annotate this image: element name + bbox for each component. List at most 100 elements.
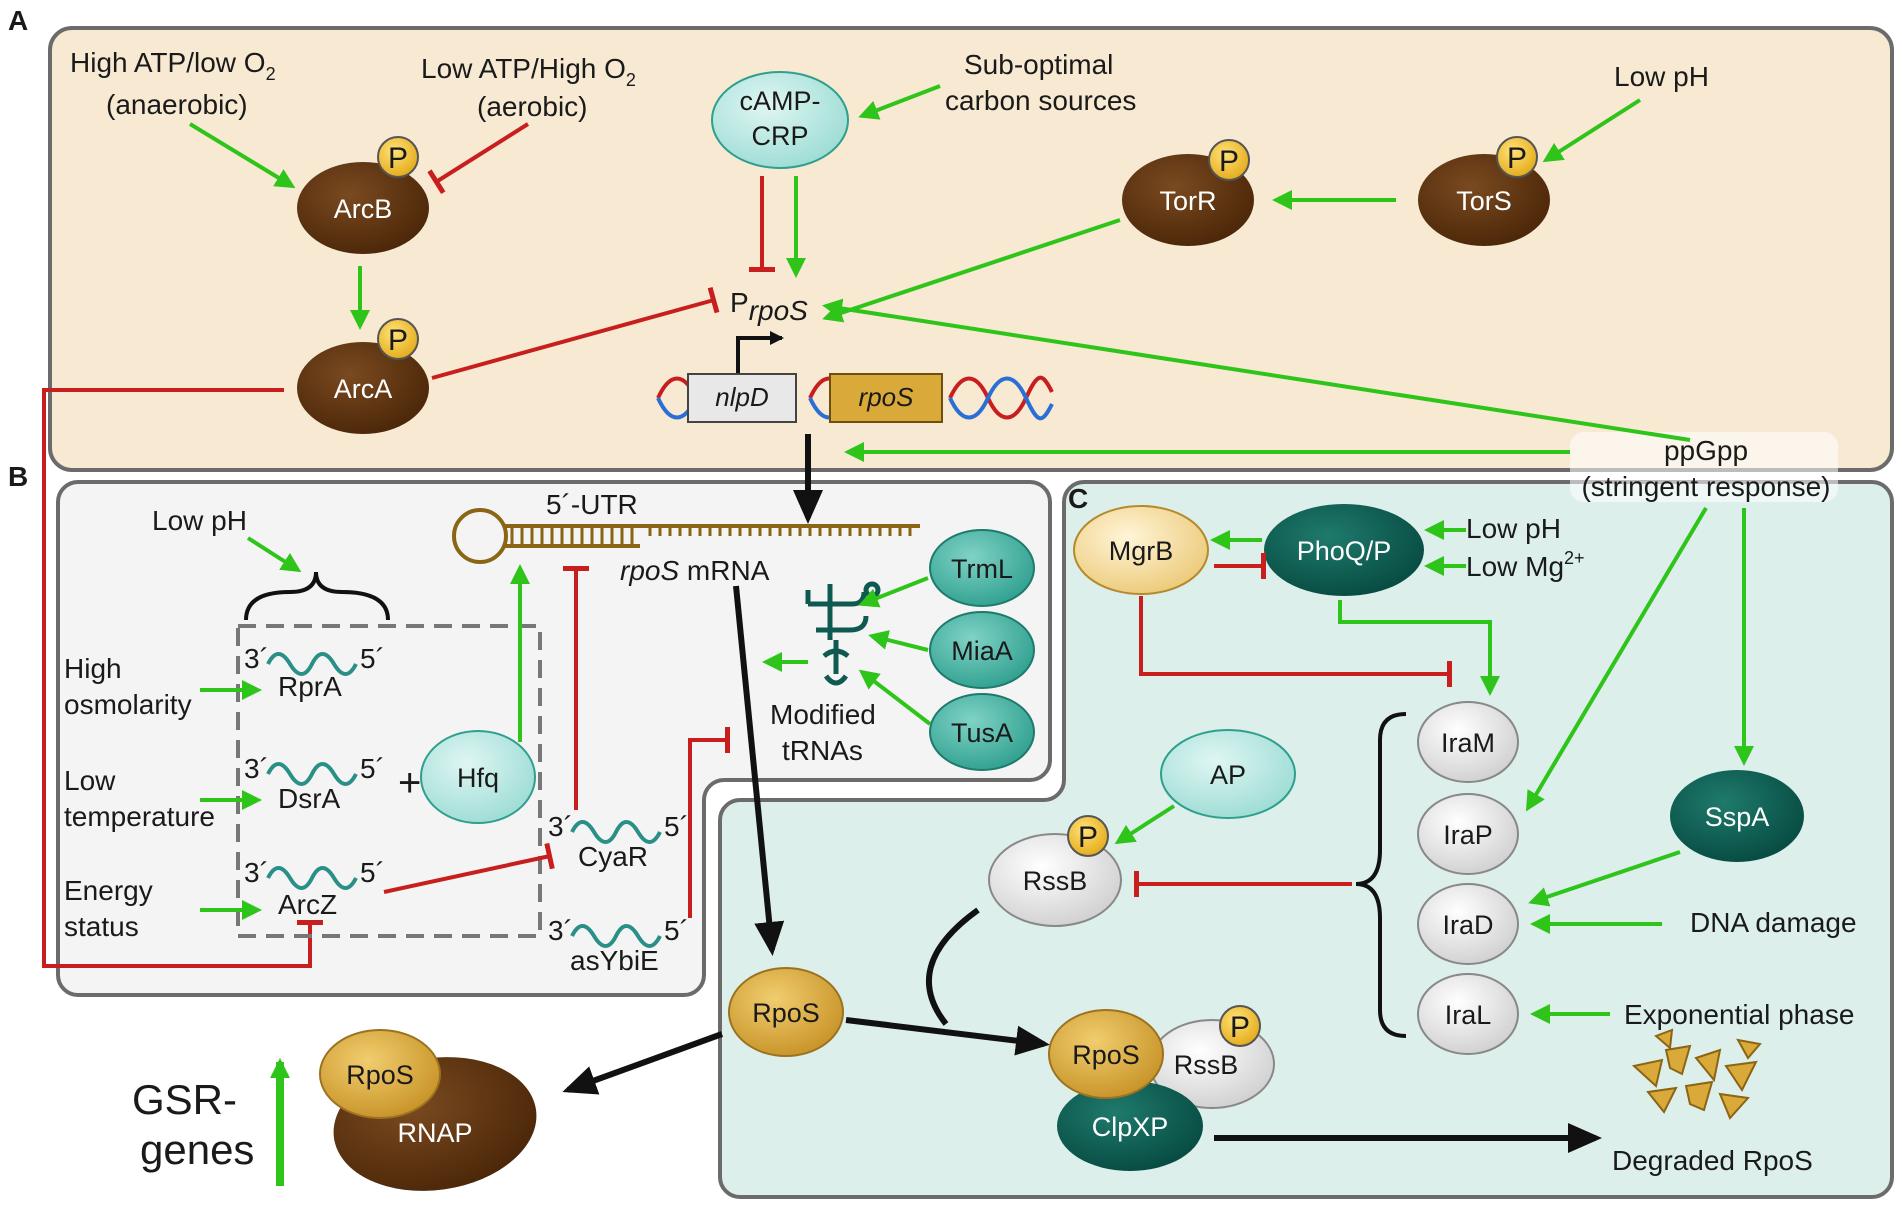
panel-c-box: [718, 480, 1894, 1199]
camp-crp-label-2: CRP: [751, 121, 808, 151]
camp-crp-node: [711, 71, 849, 169]
gsr-label-1: GSR-: [132, 1076, 237, 1123]
tors-label: TorS: [1456, 186, 1512, 216]
rpos-mrna-label: rpoS mRNA: [620, 555, 770, 586]
arrow-torr-promoter: [822, 218, 1121, 323]
plus-sign: +: [398, 761, 421, 805]
hfq-label: Hfq: [457, 763, 499, 793]
srna-dashed-box: [236, 624, 542, 938]
panel-a-low-ph-label: Low pH: [1614, 61, 1709, 92]
arrow-suboptimal-camp: [858, 84, 941, 120]
utr-label: 5´-UTR: [546, 489, 638, 520]
iram-label: IraM: [1441, 728, 1495, 758]
high-osmolarity-label-1: High: [64, 653, 122, 684]
phoqp-label: PhoQ/P: [1297, 536, 1392, 566]
cyar-label: CyaR: [578, 841, 648, 872]
degraded-rpos-label: Degraded RpoS: [1612, 1145, 1813, 1176]
tusa-label: TusA: [951, 718, 1013, 748]
arrow-trml-trna: [858, 576, 929, 608]
complex-rpos-node: [1048, 1009, 1164, 1099]
degraded-rpos-icon: [1631, 1028, 1762, 1120]
asybie-label: asYbiE: [570, 945, 659, 976]
asybie-3prime: 3´: [548, 915, 573, 946]
cyar-3prime: 3´: [548, 811, 573, 842]
dsra-5prime: 5´: [360, 753, 385, 784]
arrow-sspa-irad: [1528, 850, 1681, 907]
high-atp-label: High ATP/low O2: [70, 47, 276, 84]
rpos-label: RpoS: [752, 998, 820, 1028]
dsra-rna: [266, 762, 358, 786]
trml-label: TrmL: [951, 554, 1013, 584]
arrow-phoq-iram: [1338, 600, 1500, 696]
torr-label: TorR: [1159, 186, 1216, 216]
inhibit-arcz-cyar: [383, 842, 555, 894]
arca-p-label: P: [388, 324, 408, 357]
miaa-label: MiaA: [951, 636, 1013, 666]
arrow-rssb-complex: [925, 907, 980, 1026]
irap-node: [1417, 793, 1519, 875]
rnap-rpos-label: RpoS: [346, 1060, 414, 1090]
camp-crp-label-1: cAMP-: [740, 86, 821, 116]
irad-node: [1417, 883, 1519, 965]
energy-status-label-1: Energy: [64, 875, 153, 906]
panel-a-box: [48, 26, 1894, 472]
ppgpp-label: ppGpp: [1664, 435, 1748, 466]
rssb-p-label: P: [1078, 821, 1098, 854]
hfq-node: [420, 730, 536, 824]
clpxp-node: [1057, 1081, 1203, 1171]
cyar-5prime: 5´: [664, 811, 689, 842]
arcb-label: ArcB: [334, 194, 393, 224]
low-temp-label-1: Low: [64, 765, 116, 796]
energy-status-label-2: status: [64, 911, 139, 942]
tusa-node: [929, 693, 1035, 771]
ap-node: [1160, 729, 1296, 819]
inhibit-arca-promoter: [431, 286, 720, 380]
inhibit-mgrb-iram: [1139, 596, 1452, 687]
panel-c-letter: C: [1068, 483, 1088, 514]
iral-label: IraL: [1445, 1000, 1492, 1030]
panel-a-letter: A: [8, 5, 28, 36]
torr-p-label: P: [1219, 145, 1239, 178]
arcz-label: ArcZ: [278, 889, 337, 920]
mgrb-label: MgrB: [1109, 536, 1174, 566]
panel-b-low-ph-label: Low pH: [152, 505, 247, 536]
mgrb-node: [1073, 505, 1209, 595]
srna-brace: [244, 571, 390, 621]
complex-rpos-label: RpoS: [1072, 1040, 1140, 1070]
mrna-ticks: [510, 526, 912, 546]
low-atp-label: Low ATP/High O2: [421, 53, 636, 90]
arcb-phospho-icon: [377, 136, 419, 178]
arrow-rpos-complex: [845, 1017, 1050, 1056]
inhibit-aerobic-arcb: [427, 122, 530, 195]
aerobic-label: (aerobic): [477, 91, 587, 122]
modified-trnas-label-1: Modified: [770, 699, 876, 730]
rpos-node: [728, 967, 844, 1057]
clpxp-label: ClpXP: [1092, 1112, 1169, 1142]
rpra-3prime: 3´: [244, 643, 269, 674]
exponential-phase-label: Exponential phase: [1624, 999, 1854, 1030]
irap-label: IraP: [1443, 820, 1493, 850]
arrow-anaerobic-arcb: [188, 122, 296, 189]
stringent-response-label: (stringent response): [1581, 471, 1830, 502]
rssb-phospho-icon: [1067, 815, 1109, 857]
arcz-3prime: 3´: [244, 857, 269, 888]
anaerobic-label: (anaerobic): [106, 89, 248, 120]
asybie-rna: [570, 924, 662, 948]
panel-b-box: [56, 480, 1052, 997]
arrow-miaa-trna: [868, 630, 929, 652]
arca-phospho-icon: [377, 318, 419, 360]
arrow-mrna-rpos: [733, 585, 785, 956]
irad-label: IraD: [1442, 910, 1493, 940]
tors-p-label: P: [1507, 142, 1527, 175]
rnap-rpos-node: [319, 1029, 441, 1119]
nlpd-gene-label: nlpD: [715, 382, 768, 412]
trml-node: [929, 529, 1035, 607]
arrow-ap-rssb: [1114, 804, 1176, 845]
sspa-label: SspA: [1705, 802, 1770, 832]
complex-rssb-label: RssB: [1174, 1050, 1239, 1080]
arcb-p-label: P: [388, 142, 408, 175]
low-temp-label-2: temperature: [64, 801, 215, 832]
iram-node: [1417, 701, 1519, 783]
iral-node: [1417, 973, 1519, 1055]
